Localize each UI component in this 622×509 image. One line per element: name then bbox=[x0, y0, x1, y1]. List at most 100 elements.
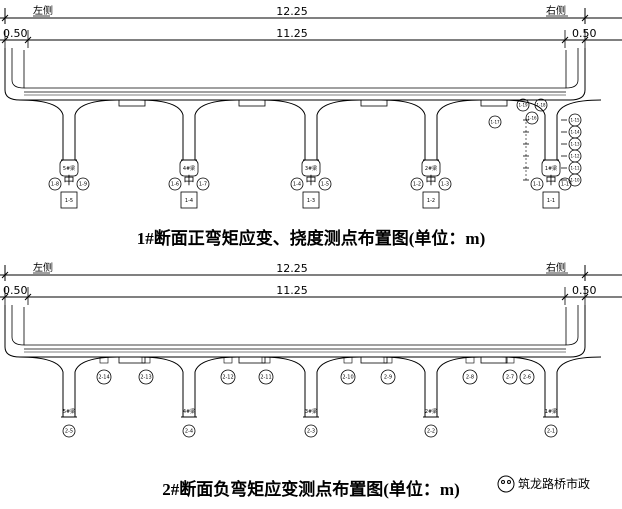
strain-gauge-right-label: 1-1 bbox=[561, 182, 569, 188]
diaphragm-block bbox=[480, 99, 508, 107]
strain-gauge-right-circle bbox=[438, 177, 452, 191]
girder bbox=[260, 356, 388, 418]
strain-gauge-left-label: 1-2 bbox=[413, 182, 421, 188]
diaphragm-block bbox=[480, 356, 508, 364]
girder-web-outline bbox=[500, 99, 602, 161]
girder-label: 1#梁 bbox=[545, 408, 557, 415]
deck-strain-gauge-circle bbox=[220, 369, 236, 385]
side-gauge-label: 1-15 bbox=[570, 118, 580, 123]
deflection-box bbox=[302, 191, 320, 209]
deck-strain-gauge-label: 2-13 bbox=[140, 375, 151, 381]
girder-label: 4#梁 bbox=[183, 165, 195, 172]
girder-label: 5#梁 bbox=[63, 165, 75, 172]
strain-gauge-right-circle bbox=[318, 177, 332, 191]
deck-strain-gauge-label: 2-12 bbox=[222, 375, 233, 381]
girder bbox=[380, 99, 508, 161]
center-mark: 中 bbox=[546, 174, 557, 187]
top-gauge-label: 1-19 bbox=[518, 103, 528, 108]
deck-strain-gauge-label: 2-9 bbox=[384, 375, 392, 381]
gauge-mount bbox=[99, 356, 109, 364]
gauge-mount bbox=[465, 356, 475, 364]
deck-strain-gauge-circle bbox=[258, 369, 274, 385]
girder bbox=[260, 99, 388, 161]
wechat-icon-dot bbox=[501, 480, 505, 484]
diaphragm-block bbox=[238, 99, 266, 107]
bottom-strain-gauge-label: 2-1 bbox=[547, 429, 555, 435]
strain-gauge-right-label: 1-5 bbox=[321, 182, 329, 188]
strain-gauge-right-circle bbox=[76, 177, 90, 191]
girder bbox=[380, 356, 508, 418]
girder-label: 5#梁 bbox=[63, 408, 75, 415]
top-gauge-label: 1-17 bbox=[490, 120, 500, 125]
watermark-text: 筑龙路桥市政 bbox=[518, 476, 590, 491]
right-curb bbox=[565, 48, 579, 89]
deflection-box bbox=[60, 191, 78, 209]
bottom-strain-gauge-circle bbox=[544, 424, 558, 438]
deck-strain-gauge-label: 2-14 bbox=[98, 375, 109, 381]
strain-gauge-right-label: 1-3 bbox=[441, 182, 449, 188]
girder-web-outline bbox=[138, 99, 240, 161]
deck-width-label: 11.25 bbox=[276, 284, 308, 297]
deflection-label: 1-4 bbox=[185, 198, 193, 204]
gauge-mount bbox=[141, 356, 151, 364]
girder-label-box bbox=[59, 159, 79, 177]
left-side-label: 左侧 bbox=[33, 4, 53, 17]
girder-web-outline bbox=[18, 356, 120, 418]
top-gauge-label: 1-18 bbox=[536, 103, 546, 108]
deck-outline bbox=[4, 305, 586, 358]
gauge-mount bbox=[505, 356, 515, 364]
girder-web-outline bbox=[260, 356, 362, 418]
girder-web-outline bbox=[500, 356, 602, 418]
right-side-label: 右侧 bbox=[546, 4, 566, 17]
deck-strain-gauge-label: 2-10 bbox=[342, 375, 353, 381]
girder-web-outline bbox=[138, 356, 240, 418]
deflection-label: 1-1 bbox=[547, 198, 555, 204]
center-mark: 中 bbox=[184, 174, 195, 187]
overall-width-label: 12.25 bbox=[276, 5, 308, 18]
diaphragm-block bbox=[360, 356, 388, 364]
deflection-box bbox=[422, 191, 440, 209]
girder bbox=[500, 99, 602, 161]
deflection-label: 1-3 bbox=[307, 198, 315, 204]
bottom-strain-gauge-circle bbox=[62, 424, 76, 438]
diaphragm-block bbox=[118, 356, 146, 364]
deck-strain-gauge-circle bbox=[502, 369, 518, 385]
girder-label: 1#梁 bbox=[545, 165, 557, 172]
top-gauge-circle bbox=[534, 98, 548, 112]
girder-label-box bbox=[541, 159, 561, 177]
girder-label-box bbox=[421, 159, 441, 177]
side-gauge-circle bbox=[568, 173, 582, 187]
left-edge-label: 0.50 bbox=[3, 284, 28, 297]
strain-gauge-right-circle bbox=[196, 177, 210, 191]
strain-gauge-left-label: 1-8 bbox=[51, 182, 59, 188]
left-curb bbox=[11, 305, 25, 346]
strain-gauge-left-circle bbox=[48, 177, 62, 191]
section-caption: 2#断面负弯矩应变测点布置图(单位：m) bbox=[162, 479, 459, 499]
center-mark: 中 bbox=[426, 174, 437, 187]
right-edge-label: 0.50 bbox=[572, 284, 597, 297]
bottom-strain-gauge-circle bbox=[304, 424, 318, 438]
girder-web-outline bbox=[380, 356, 482, 418]
side-gauge-label: 1-13 bbox=[570, 142, 580, 147]
watermark: 筑龙路桥市政 bbox=[497, 475, 590, 493]
girder-label: 2#梁 bbox=[425, 165, 437, 172]
strain-gauge-left-label: 1-6 bbox=[171, 182, 179, 188]
deck-strain-gauge-label: 2-11 bbox=[260, 375, 271, 381]
bottom-strain-gauge-label: 2-5 bbox=[65, 429, 73, 435]
bottom-strain-gauge-circle bbox=[424, 424, 438, 438]
deck-width-label: 11.25 bbox=[276, 27, 308, 40]
girder-label: 2#梁 bbox=[425, 408, 437, 415]
gauge-mount bbox=[223, 356, 233, 364]
left-curb bbox=[11, 48, 25, 89]
top-gauge-circle bbox=[516, 98, 530, 112]
right-edge-label: 0.50 bbox=[572, 27, 597, 40]
bottom-strain-gauge-circle bbox=[182, 424, 196, 438]
girder-label-box bbox=[301, 159, 321, 177]
